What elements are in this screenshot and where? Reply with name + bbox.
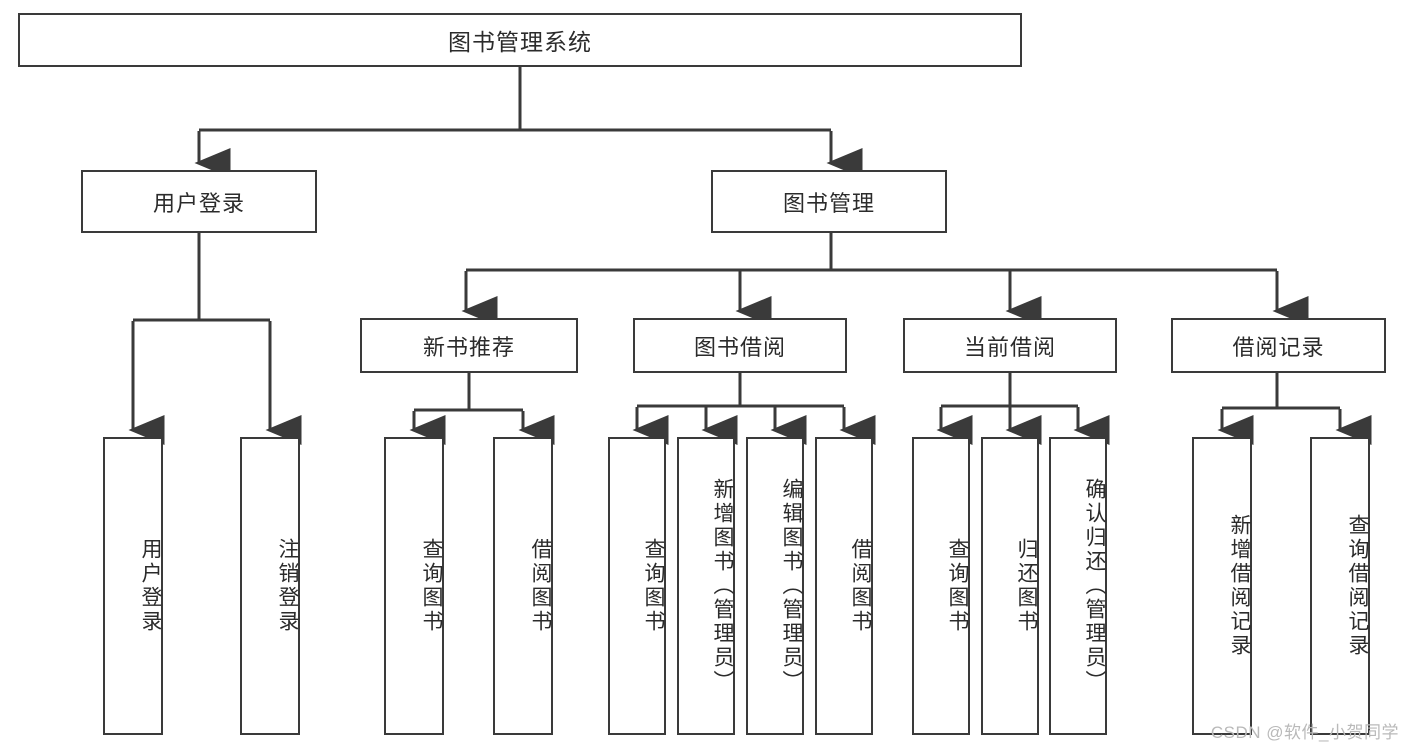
node-leaf-add-borrow-record[interactable]: 新增借阅记录 bbox=[1192, 437, 1252, 735]
node-leaf-logout-login[interactable]: 注销登录 bbox=[240, 437, 300, 735]
node-borrow-record-label: 借阅记录 bbox=[1232, 334, 1325, 360]
node-leaf-add-borrow-record-label: 新增借阅记录 bbox=[1228, 514, 1251, 658]
node-leaf-user-login-label: 用户登录 bbox=[139, 538, 162, 634]
node-leaf-borrow-book-2-label: 借阅图书 bbox=[849, 538, 872, 634]
node-root[interactable]: 图书管理系统 bbox=[18, 13, 1022, 67]
node-leaf-query-borrow-record-label: 查询借阅记录 bbox=[1346, 514, 1369, 658]
node-current-borrow[interactable]: 当前借阅 bbox=[903, 318, 1117, 373]
node-book-borrow-label: 图书借阅 bbox=[693, 334, 786, 360]
node-leaf-confirm-return[interactable]: 确认归还（管理员） bbox=[1049, 437, 1107, 735]
node-leaf-edit-book[interactable]: 编辑图书（管理员） bbox=[746, 437, 804, 735]
node-borrow-record[interactable]: 借阅记录 bbox=[1171, 318, 1386, 373]
node-book-borrow[interactable]: 图书借阅 bbox=[633, 318, 847, 373]
node-leaf-edit-book-label: 编辑图书（管理员） bbox=[780, 478, 803, 694]
node-leaf-borrow-book-1[interactable]: 借阅图书 bbox=[493, 437, 553, 735]
node-leaf-confirm-return-label: 确认归还（管理员） bbox=[1083, 478, 1106, 694]
node-leaf-return-book-label: 归还图书 bbox=[1015, 538, 1038, 634]
watermark-text: CSDN @软件_小贺同学 bbox=[1210, 723, 1399, 742]
node-leaf-query-book-2-label: 查询图书 bbox=[642, 538, 665, 634]
node-leaf-query-book-3[interactable]: 查询图书 bbox=[912, 437, 970, 735]
node-new-book-recommend-label: 新书推荐 bbox=[422, 334, 515, 360]
node-leaf-add-book[interactable]: 新增图书（管理员） bbox=[677, 437, 735, 735]
node-leaf-user-login[interactable]: 用户登录 bbox=[103, 437, 163, 735]
node-leaf-query-borrow-record[interactable]: 查询借阅记录 bbox=[1310, 437, 1370, 735]
node-new-book-recommend[interactable]: 新书推荐 bbox=[360, 318, 578, 373]
node-book-management-label: 图书管理 bbox=[782, 190, 875, 216]
node-leaf-return-book[interactable]: 归还图书 bbox=[981, 437, 1039, 735]
node-leaf-query-book-2[interactable]: 查询图书 bbox=[608, 437, 666, 735]
node-leaf-add-book-label: 新增图书（管理员） bbox=[711, 478, 734, 694]
node-leaf-query-book-3-label: 查询图书 bbox=[946, 538, 969, 634]
node-leaf-logout-login-label: 注销登录 bbox=[276, 538, 299, 634]
node-leaf-borrow-book-1-label: 借阅图书 bbox=[529, 538, 552, 634]
node-current-borrow-label: 当前借阅 bbox=[963, 334, 1056, 360]
node-root-label: 图书管理系统 bbox=[448, 29, 592, 55]
node-leaf-borrow-book-2[interactable]: 借阅图书 bbox=[815, 437, 873, 735]
node-book-management[interactable]: 图书管理 bbox=[711, 170, 947, 233]
node-leaf-query-book-1-label: 查询图书 bbox=[420, 538, 443, 634]
node-user-login[interactable]: 用户登录 bbox=[81, 170, 317, 233]
node-leaf-query-book-1[interactable]: 查询图书 bbox=[384, 437, 444, 735]
node-user-login-label: 用户登录 bbox=[152, 190, 245, 216]
